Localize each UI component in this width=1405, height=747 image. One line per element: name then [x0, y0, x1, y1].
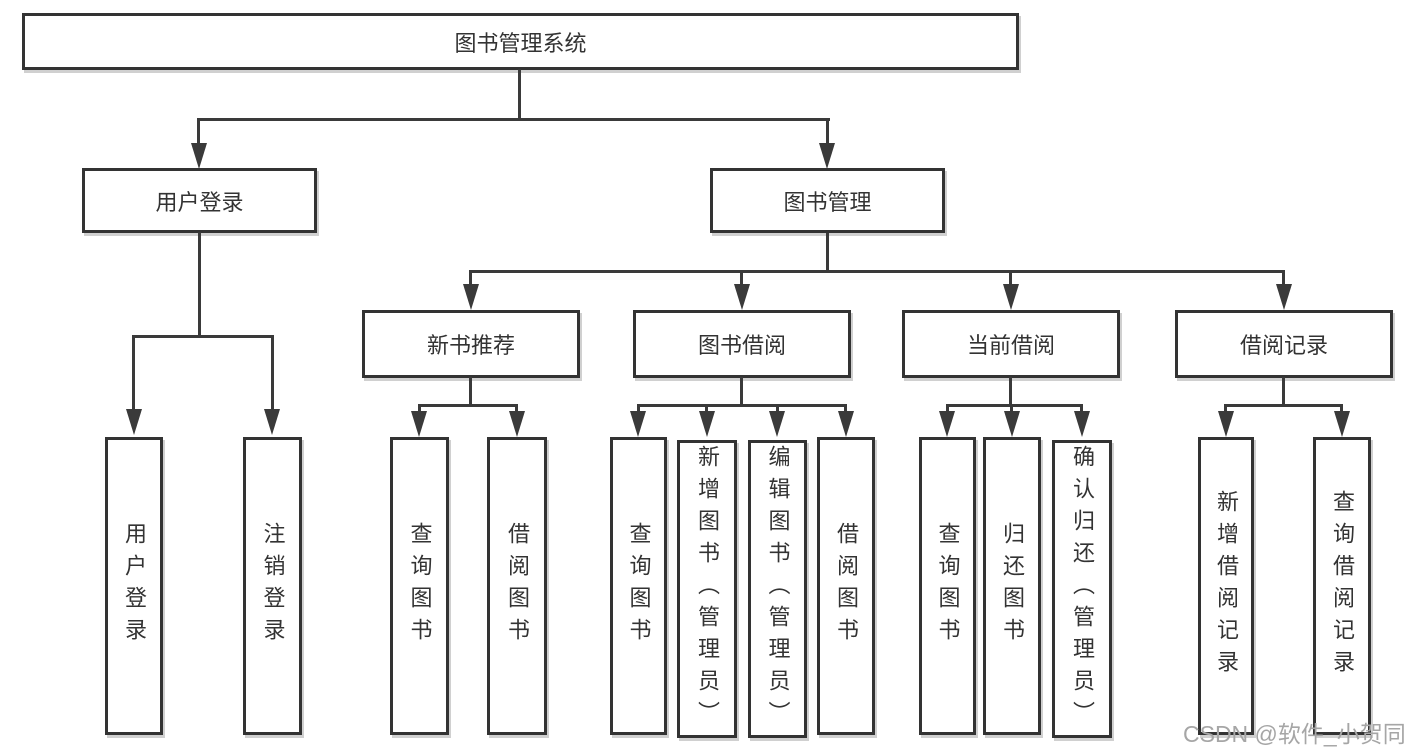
leaf-bb-add-book: 新增图书（管理员） — [677, 440, 737, 738]
connector-line — [132, 335, 135, 412]
arrow-down-icon — [819, 143, 835, 169]
connector-line — [1282, 377, 1285, 407]
leaf-cb-confirm-return-label: 确认归还（管理员） — [1070, 445, 1095, 733]
leaf-bb-borrow-book-label: 借阅图书 — [834, 522, 859, 650]
connector-line — [1340, 404, 1343, 414]
arrow-down-icon — [699, 411, 715, 437]
arrow-down-icon — [463, 284, 479, 310]
node-book-management: 图书管理 — [710, 168, 945, 233]
connector-line — [1224, 404, 1342, 407]
connector-line — [132, 335, 274, 338]
connector-line — [197, 118, 200, 146]
leaf-cb-return-book: 归还图书 — [983, 437, 1041, 735]
arrow-down-icon — [1003, 284, 1019, 310]
leaf-bb-borrow-book: 借阅图书 — [817, 437, 875, 735]
connector-line — [469, 270, 472, 287]
arrow-down-icon — [1276, 284, 1292, 310]
node-borrow-record: 借阅记录 — [1175, 310, 1393, 378]
arrow-down-icon — [1218, 411, 1234, 437]
leaf-cb-confirm-return: 确认归还（管理员） — [1052, 440, 1112, 738]
connector-line — [946, 404, 1083, 407]
arrow-down-icon — [1334, 411, 1350, 437]
arrow-down-icon — [1074, 411, 1090, 437]
node-root-label: 图书管理系统 — [454, 30, 587, 56]
leaf-br-query-record: 查询借阅记录 — [1313, 437, 1371, 735]
leaf-bb-edit-book-label: 编辑图书（管理员） — [765, 445, 791, 733]
arrow-down-icon — [769, 411, 785, 437]
connector-line — [418, 404, 421, 414]
connector-line — [471, 270, 1285, 273]
connector-line — [740, 377, 743, 407]
connector-line — [1009, 270, 1012, 287]
connector-line — [637, 404, 847, 407]
node-borrow-record-label: 借阅记录 — [1239, 333, 1328, 358]
arrow-down-icon — [734, 284, 750, 310]
leaf-user-login-action: 用户登录 — [105, 437, 163, 735]
connector-line — [705, 404, 708, 414]
leaf-logout-action-label: 注销登录 — [260, 522, 286, 650]
leaf-nb-query-book-label: 查询图书 — [407, 522, 433, 650]
leaf-bb-query-book-label: 查询图书 — [626, 522, 652, 650]
connector-line — [844, 404, 847, 414]
connector-line — [197, 118, 830, 121]
leaf-user-login-action-label: 用户登录 — [122, 522, 147, 650]
node-new-book-recommend: 新书推荐 — [362, 310, 580, 378]
arrow-down-icon — [191, 143, 207, 169]
leaf-br-add-record-label: 新增借阅记录 — [1214, 490, 1239, 682]
leaf-cb-query-book: 查询图书 — [919, 437, 976, 735]
node-root: 图书管理系统 — [22, 13, 1019, 70]
connector-line — [469, 377, 472, 407]
leaf-br-query-record-label: 查询借阅记录 — [1330, 490, 1355, 682]
connector-line — [826, 233, 829, 273]
leaf-bb-add-book-label: 新增图书（管理员） — [695, 445, 720, 733]
connector-line — [515, 404, 518, 414]
connector-line — [271, 335, 274, 412]
leaf-nb-borrow-book: 借阅图书 — [487, 437, 547, 735]
arrow-down-icon — [411, 411, 427, 437]
csdn-watermark: CSDN @软件_小贺同学 — [1183, 721, 1405, 747]
connector-line — [1009, 377, 1012, 407]
connector-line — [198, 232, 201, 338]
node-user-login-label: 用户登录 — [155, 189, 244, 215]
node-new-book-recommend-label: 新书推荐 — [426, 333, 515, 358]
arrow-down-icon — [509, 411, 525, 437]
node-current-borrow-label: 当前借阅 — [966, 333, 1055, 358]
connector-line — [740, 270, 743, 287]
arrow-down-icon — [1004, 411, 1020, 437]
leaf-br-add-record: 新增借阅记录 — [1198, 437, 1254, 735]
connector-line — [776, 404, 779, 414]
node-book-borrow-label: 图书借阅 — [697, 333, 786, 358]
connector-line — [1282, 270, 1285, 287]
leaf-nb-query-book: 查询图书 — [390, 437, 449, 735]
node-book-borrow: 图书借阅 — [633, 310, 851, 378]
arrow-down-icon — [630, 411, 646, 437]
connector-line — [518, 69, 521, 119]
leaf-bb-edit-book: 编辑图书（管理员） — [748, 440, 807, 738]
connector-line — [1080, 404, 1083, 414]
connector-line — [946, 404, 949, 414]
leaf-cb-return-book-label: 归还图书 — [1000, 522, 1025, 650]
leaf-cb-query-book-label: 查询图书 — [935, 522, 961, 650]
arrow-down-icon — [264, 409, 280, 435]
connector-line — [1010, 404, 1013, 414]
node-book-management-label: 图书管理 — [783, 189, 872, 215]
leaf-bb-query-book: 查询图书 — [610, 437, 667, 735]
connector-line — [826, 118, 829, 146]
arrow-down-icon — [939, 411, 955, 437]
node-current-borrow: 当前借阅 — [902, 310, 1120, 378]
connector-line — [418, 404, 518, 407]
leaf-nb-borrow-book-label: 借阅图书 — [505, 522, 530, 650]
arrow-down-icon — [126, 409, 142, 435]
connector-line — [637, 404, 640, 414]
arrow-down-icon — [838, 411, 854, 437]
node-user-login: 用户登录 — [82, 168, 317, 233]
leaf-logout-action: 注销登录 — [243, 437, 302, 735]
connector-line — [1224, 404, 1227, 414]
